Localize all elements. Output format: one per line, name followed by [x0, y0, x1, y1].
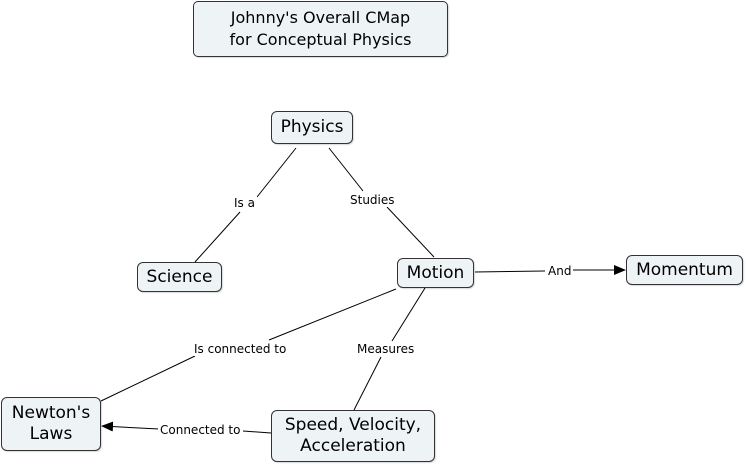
linking-phrase-studies: Studies	[348, 193, 397, 207]
concept-motion[interactable]: Motion	[397, 258, 474, 288]
linking-phrase-is-connected-to: Is connected to	[192, 342, 289, 356]
concept-science[interactable]: Science	[137, 262, 222, 292]
link-measures-to-speed	[353, 356, 382, 411]
link-physics-to-studies	[328, 147, 364, 192]
link-motion-to-measures	[391, 287, 426, 342]
link-is-connected-to-to-newtons-laws	[100, 355, 196, 402]
linking-phrase-and: And	[546, 264, 574, 278]
link-studies-to-motion	[386, 206, 435, 258]
concept-speed-velocity-acceleration[interactable]: Speed, Velocity, Acceleration	[271, 410, 435, 462]
concept-physics[interactable]: Physics	[271, 111, 353, 144]
linking-phrase-connected-to: Connected to	[158, 423, 243, 437]
link-connected-to-to-newtons-laws	[101, 421, 160, 432]
link-motion-to-is-connected-to	[268, 288, 397, 341]
linking-phrase-is-a: Is a	[232, 196, 257, 210]
link-physics-to-is-a	[256, 147, 297, 198]
concept-newtons-laws[interactable]: Newton's Laws	[1, 397, 101, 451]
link-is-a-to-science	[194, 211, 241, 263]
link-speed-to-connected-to	[242, 430, 272, 434]
concept-momentum[interactable]: Momentum	[626, 255, 743, 285]
map-title: Johnny's Overall CMap for Conceptual Phy…	[193, 1, 448, 57]
linking-phrase-measures: Measures	[355, 342, 417, 356]
link-motion-to-and	[474, 270, 546, 273]
